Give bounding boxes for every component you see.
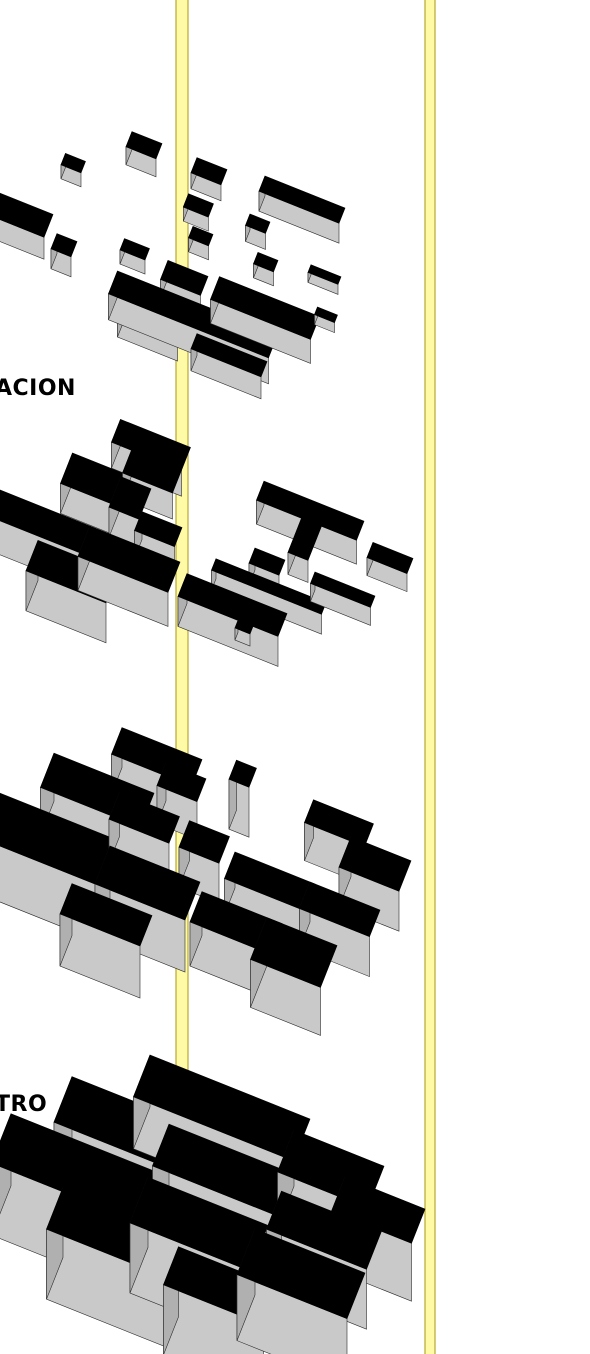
building-roof [60,153,86,174]
building-roof [0,192,54,238]
building-roof [190,157,228,186]
building-roof [77,525,181,593]
building-roof [258,175,346,224]
building-roof [59,883,153,947]
building-roof [234,620,254,635]
building-roof [94,845,201,921]
building-roof [134,511,183,547]
building-roof [245,213,271,234]
building-roof [338,836,412,892]
building-roof [122,449,182,494]
layer-label-2: TRO [0,1092,48,1117]
building-roof [310,571,376,608]
building-roof [211,558,327,615]
building-layers [0,131,426,1354]
building-roof [178,820,230,864]
building-roof [119,238,150,261]
building-roof [331,1176,426,1244]
building-roof [236,1228,366,1319]
building-roof [50,233,78,258]
building-roof [108,792,180,844]
building-layer-1 [0,131,346,400]
building-roof [156,762,207,802]
building-roof [256,480,365,541]
building-roof [228,759,257,788]
building-layer-2 [0,419,414,667]
building-layer-4 [0,1054,426,1354]
building-roof [287,517,322,561]
building-layer-3 [0,727,412,1036]
building-roof [253,252,279,273]
building-roof [190,333,268,378]
building-roof [248,547,286,576]
building-roof [299,881,381,937]
building-roof [182,193,214,218]
building-roof [188,226,214,247]
building-roof [160,260,209,296]
building-roof [250,917,338,988]
layer-label-1: ACION [0,376,76,401]
building-roof [125,131,163,160]
building-roof [366,542,414,574]
building-roof [177,573,288,637]
building-roof [210,276,320,340]
building-roof [307,264,342,285]
building-roof [266,1190,382,1270]
road-band [424,0,436,1354]
building-roof [314,306,338,323]
